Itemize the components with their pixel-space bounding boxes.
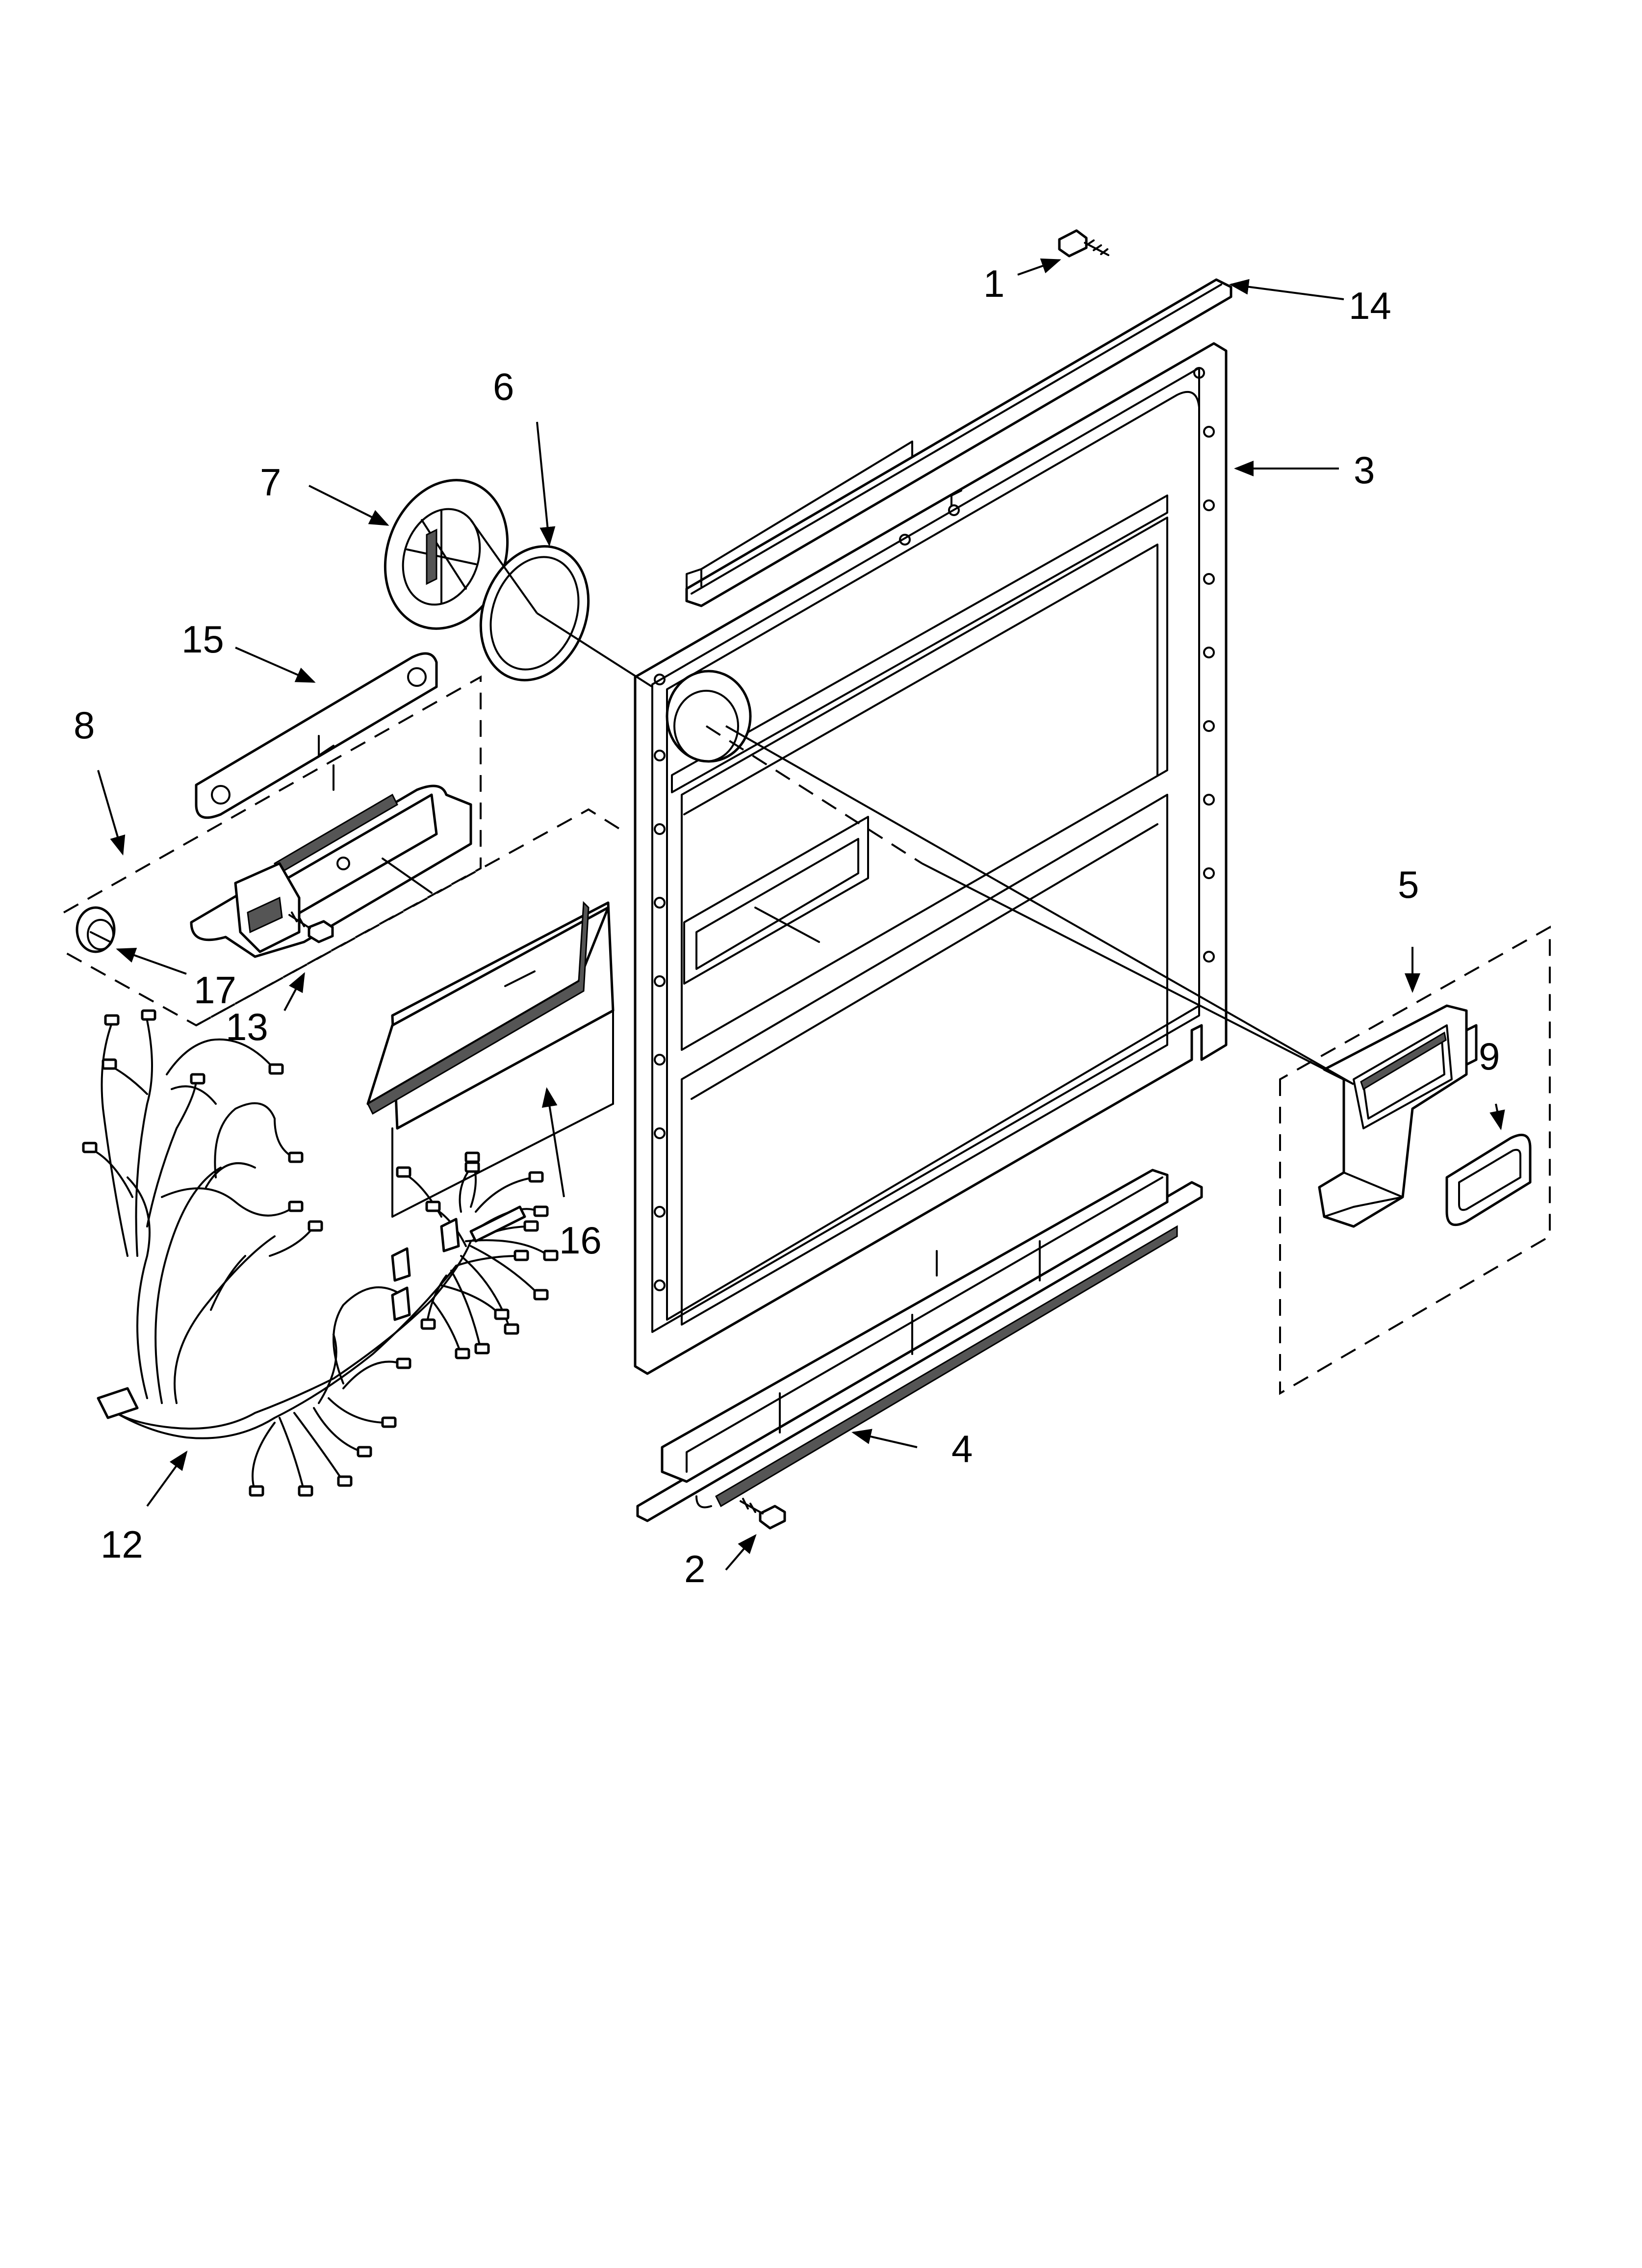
screw-top [1058, 229, 1109, 258]
alignment-lines [470, 519, 1354, 1085]
vent-gasket [479, 545, 590, 681]
callout-15: 15 [181, 618, 224, 661]
screw-vent [288, 912, 334, 943]
vent-assembly [63, 675, 629, 1027]
callout-7: 7 [260, 461, 281, 504]
callout-12: 12 [101, 1523, 143, 1566]
callout-14: 14 [1349, 284, 1391, 327]
inner-door-panel [634, 342, 1228, 1375]
callout-3: 3 [1354, 448, 1375, 492]
screw-bottom [740, 1498, 786, 1530]
callout-2: 2 [684, 1547, 705, 1590]
callout-17: 17 [194, 968, 236, 1012]
vent-cover-plate [195, 652, 438, 819]
callout-5: 5 [1398, 863, 1419, 906]
callout-labels: 1 2 3 4 5 6 7 8 9 12 13 14 15 16 17 [74, 262, 1500, 1590]
vent-duct-assembly [1279, 925, 1551, 1395]
duct-gasket [1445, 1133, 1532, 1226]
callout-1: 1 [983, 262, 1004, 305]
callout-13: 13 [226, 1005, 268, 1048]
leader-arrows [97, 258, 1505, 1571]
callout-16: 16 [559, 1219, 602, 1262]
callout-8: 8 [74, 704, 95, 747]
callout-4: 4 [951, 1427, 973, 1470]
insulation-baffle [366, 901, 615, 1218]
bottom-trim-strip [636, 1169, 1203, 1522]
knob [76, 906, 116, 953]
wire-harness [82, 1009, 559, 1497]
top-trim-strip [685, 278, 1232, 607]
callout-6: 6 [493, 365, 514, 408]
callout-9: 9 [1479, 1035, 1500, 1078]
